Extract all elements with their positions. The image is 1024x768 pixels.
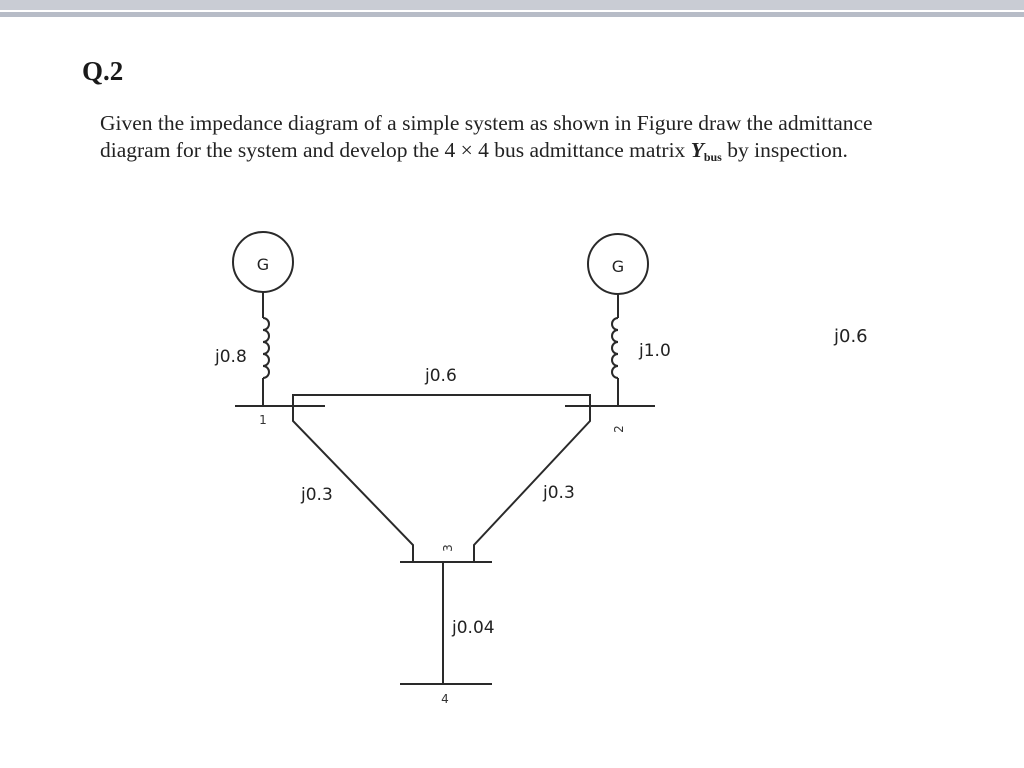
top-rule-secondary: [0, 12, 1024, 17]
question-label: Q.2: [82, 56, 124, 86]
line-2-3-impedance-label: j0.3: [542, 483, 575, 503]
generator-1-label: G: [257, 255, 269, 274]
line-1-2-impedance-label: j0.6: [424, 366, 457, 386]
bus-4-label: 4: [441, 692, 449, 706]
line-3-4-impedance-label: j0.04: [451, 618, 495, 638]
ybus-symbol: Ybus: [690, 138, 722, 164]
line-1-3-impedance-label: j0.3: [300, 485, 333, 505]
generator-2-label: G: [612, 257, 624, 276]
gen2-impedance-label: j1.0: [638, 341, 671, 361]
bus-3-label: 3: [441, 544, 455, 552]
gen1-reactance-coil: [262, 317, 270, 379]
line-1-2: [292, 394, 591, 406]
line-2-3: [473, 406, 591, 562]
line-1-3: [292, 406, 414, 562]
gen1-impedance-label: j0.8: [214, 347, 247, 367]
gen2-reactance-coil: [611, 317, 619, 379]
top-rule: [0, 0, 1024, 10]
ybus-subscript: bus: [703, 150, 722, 164]
problem-statement: Given the impedance diagram of a simple …: [100, 110, 940, 171]
problem-text-after: by inspection.: [721, 138, 848, 162]
ybus-letter: Y: [690, 138, 704, 162]
bus-2-label: 2: [612, 425, 626, 433]
problem-text-before: Given the impedance diagram of a simple …: [100, 111, 873, 162]
side-impedance-note: j0.6: [834, 326, 868, 347]
bus-1-label: 1: [259, 413, 267, 427]
